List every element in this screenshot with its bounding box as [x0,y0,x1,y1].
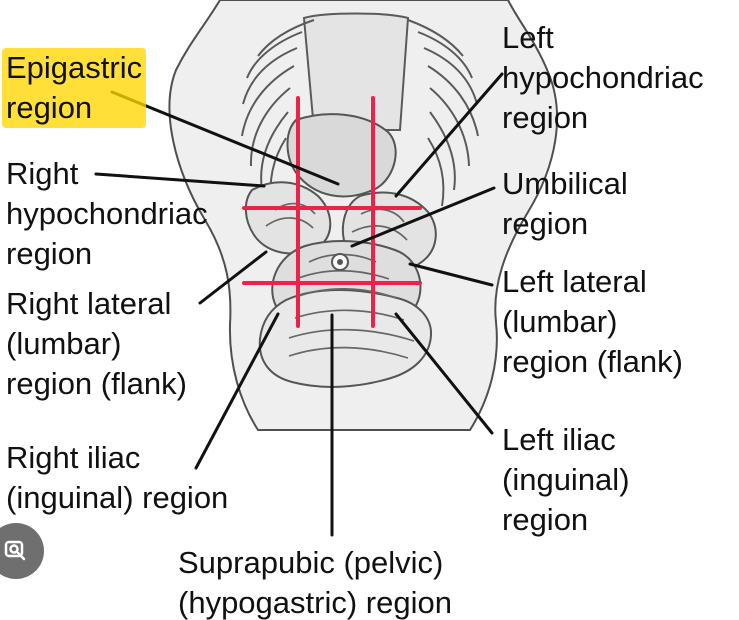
leader-umbilical [350,186,496,248]
label-right-hypochondriac-region: Right hypochondriac region [6,156,208,271]
label-epigastric-region: Epigastric region [2,48,147,128]
label-right-iliac-region: Right iliac (inguinal) region [6,440,229,515]
label-suprapubic-region: Suprapubic (pelvic) (hypogastric) region [178,545,452,620]
lens-search-button[interactable] [0,523,44,579]
abdominal-organs [244,113,437,388]
leader-left-hypochondriac [394,72,504,198]
lens-icon [4,540,26,561]
leader-right-hypochondriac [94,172,266,188]
label-left-iliac-region: Left iliac (inguinal) region [502,422,630,537]
label-right-lateral-region: Right lateral (lumbar) region (flank) [6,286,187,401]
leader-left-iliac [394,312,494,435]
ribcage [241,12,479,207]
region-grid [242,96,422,328]
label-umbilical-region: Umbilical region [502,166,628,241]
leader-right-lateral [198,250,268,305]
leader-epigastric [110,90,340,186]
leader-right-iliac [194,312,280,470]
leader-lines [94,72,504,537]
label-left-lateral-region: Left lateral (lumbar) region (flank) [502,264,683,379]
label-left-hypochondriac-region: Left hypochondriac region [502,20,704,135]
leader-left-lateral [408,262,494,287]
